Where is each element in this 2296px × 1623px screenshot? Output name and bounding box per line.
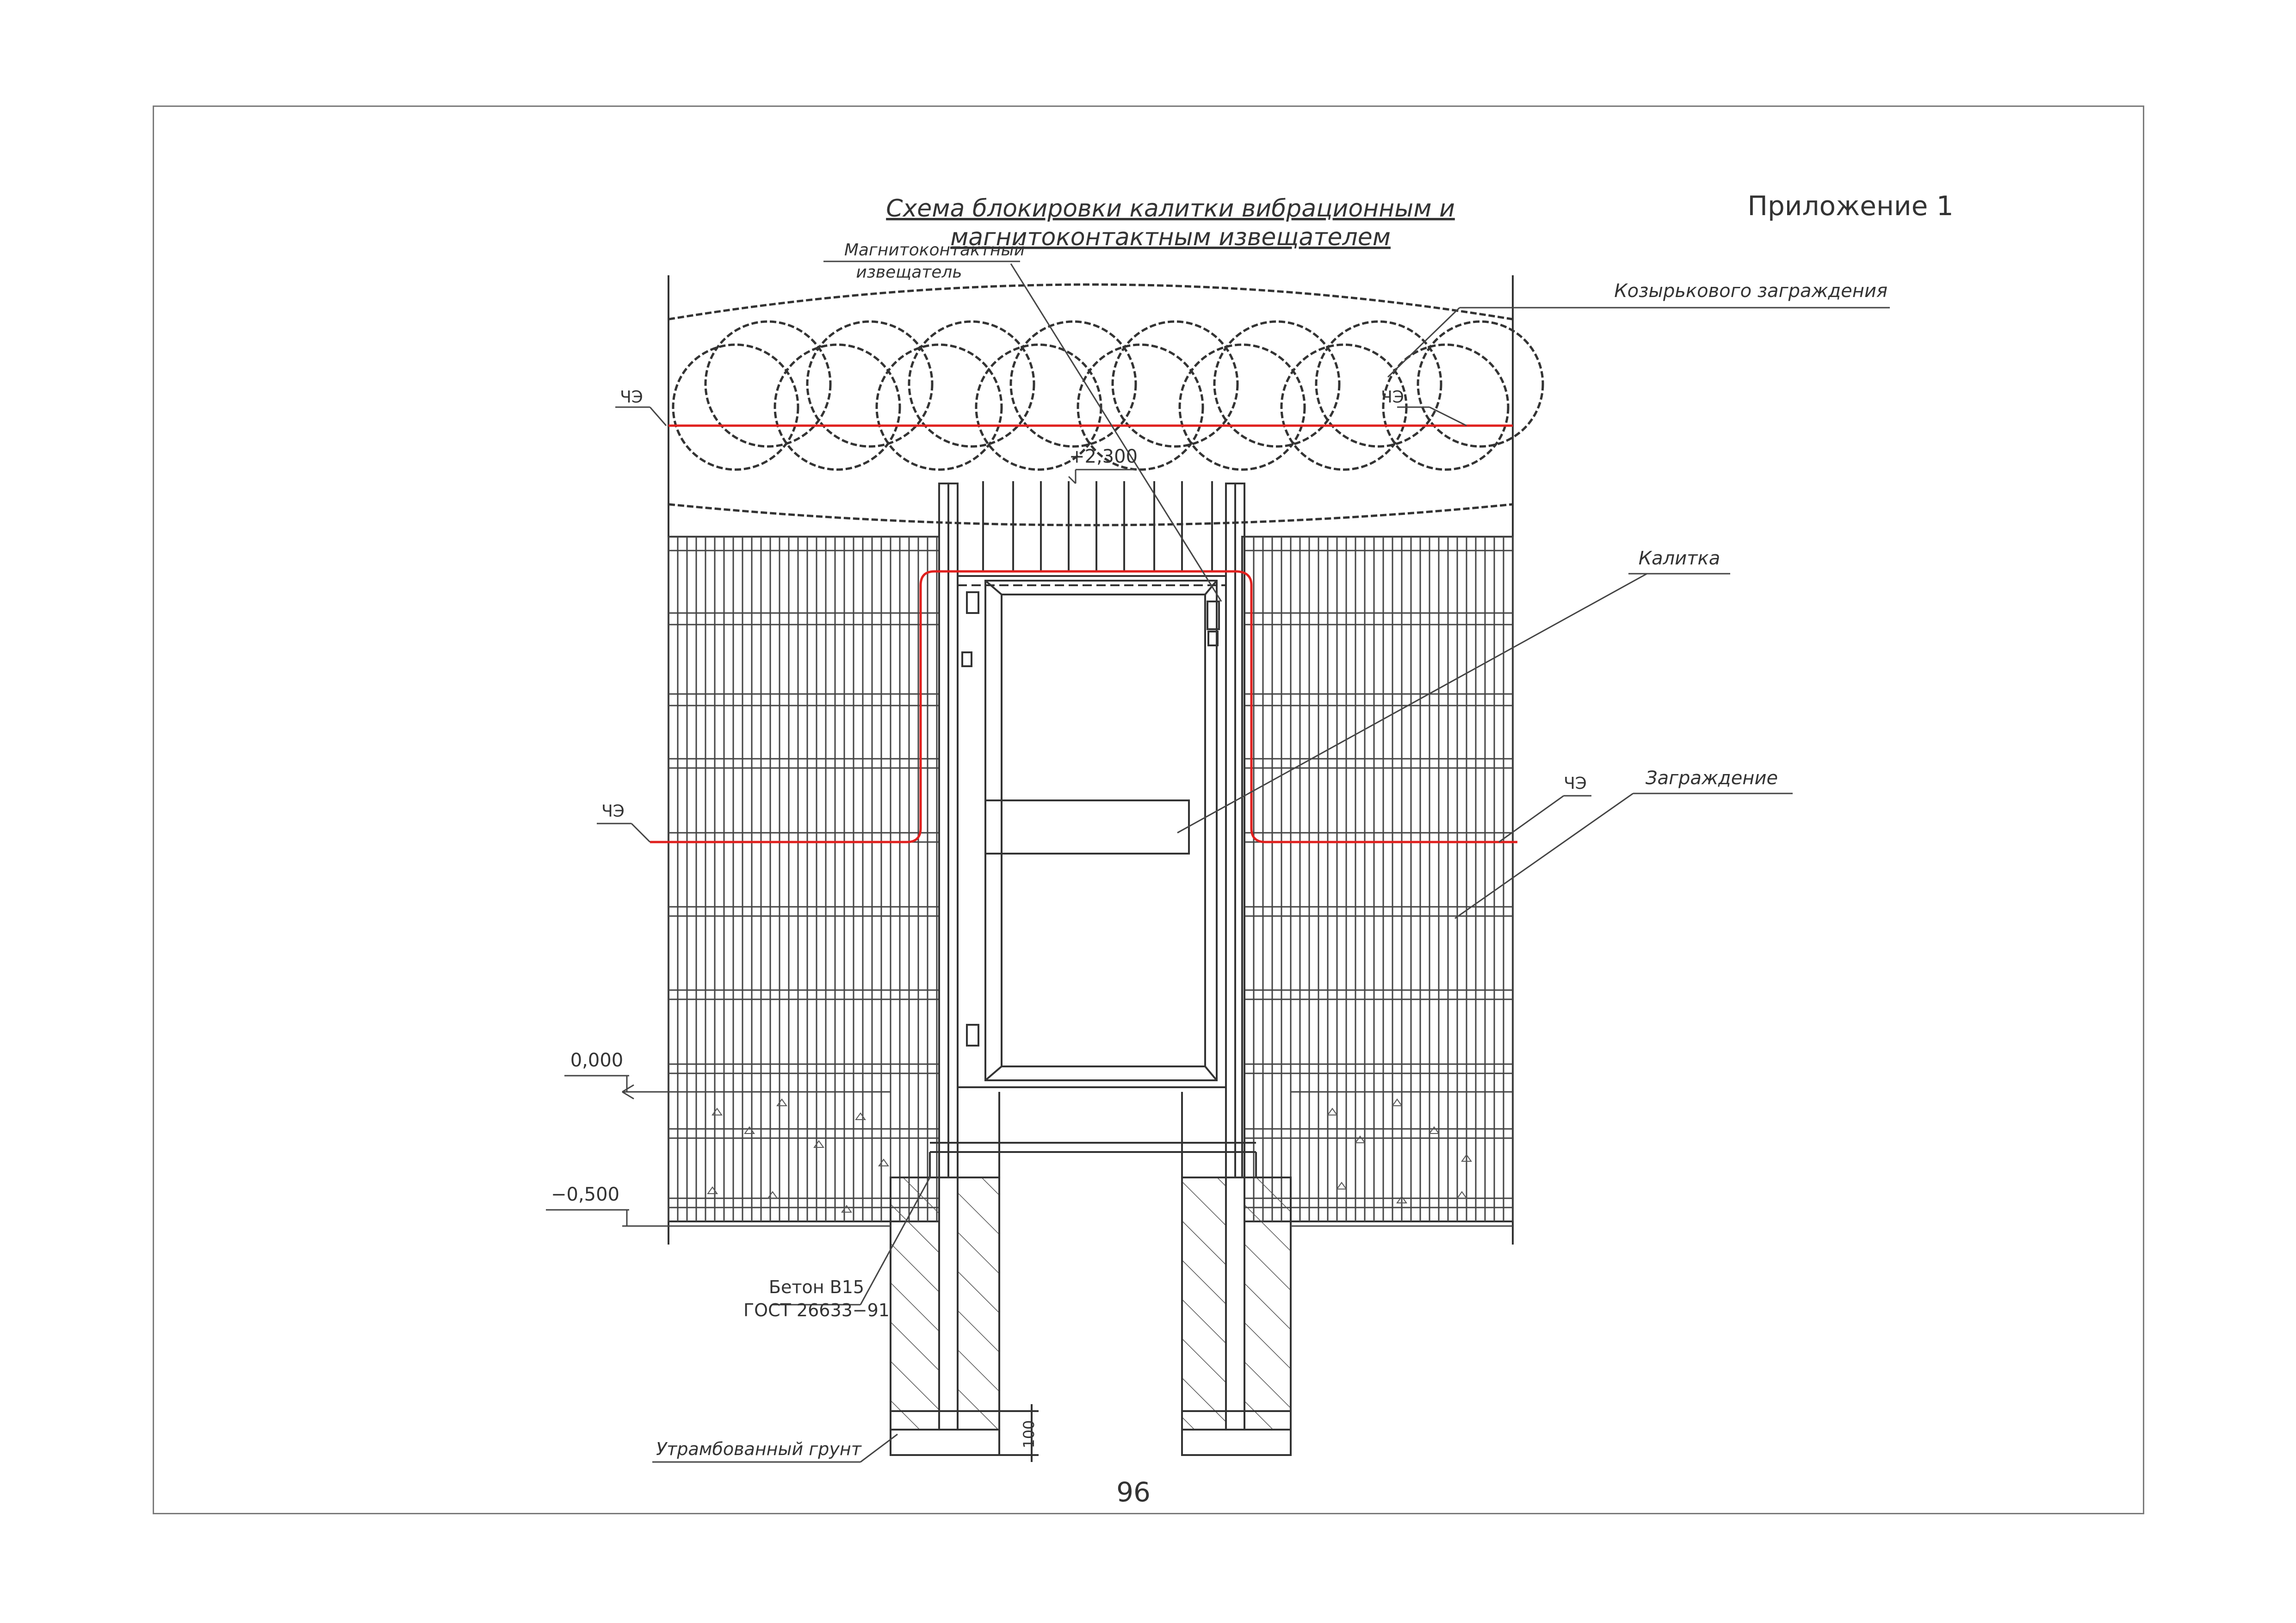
foundation — [890, 1092, 1292, 1462]
drawing-frame — [153, 105, 2144, 1514]
dim-100: 100 — [1020, 1420, 1038, 1448]
se-label-mid-right: ЧЭ — [1564, 774, 1587, 793]
sensitive-element-lines — [650, 424, 1517, 843]
se-label-top-left: ЧЭ — [620, 388, 643, 407]
razor-wire-coils — [668, 283, 1544, 527]
se-label-top-right: ЧЭ — [1381, 388, 1404, 407]
gate-leaf — [957, 570, 1227, 1088]
level-lines — [546, 1075, 1513, 1227]
coil-back-1 — [806, 320, 934, 448]
leader-lines — [597, 260, 1890, 1463]
coil-top-1 — [774, 343, 901, 471]
coil-top-3 — [975, 343, 1102, 471]
title-line2: магнитоконтактным извещателем — [950, 223, 1391, 251]
coil-back-0 — [704, 320, 832, 448]
gate-label: Калитка — [1639, 548, 1720, 569]
razor-wire-boundary — [668, 275, 1514, 1245]
page-number: 96 — [1116, 1476, 1151, 1508]
level-minus: −0,500 — [551, 1184, 619, 1205]
fence-panel-right — [1241, 536, 1514, 1222]
concrete-label: Бетон В15 — [769, 1277, 864, 1297]
fence-label: Заграждение — [1646, 768, 1778, 789]
coil-back-5 — [1213, 320, 1341, 448]
ground-fill-markers — [707, 1098, 1472, 1213]
magnetic-detector-label-2: извещатель — [856, 263, 962, 282]
coil-top-0 — [672, 343, 799, 471]
gate-top-bars — [982, 481, 1213, 571]
canopy-barrier-label: Козырькового заграждения — [1614, 280, 1888, 302]
appendix-label: Приложение 1 — [1747, 190, 1953, 222]
coil-top-7 — [1382, 343, 1510, 471]
coil-top-arc — [668, 283, 1513, 321]
title-line1: Схема блокировки калитки вибрационным и — [886, 195, 1455, 223]
coil-back-4 — [1111, 320, 1239, 448]
level-zero: 0,000 — [570, 1050, 624, 1071]
coil-top-4 — [1077, 343, 1204, 471]
fence-panel-left — [668, 536, 940, 1222]
coil-top-2 — [875, 343, 1003, 471]
elevation-top: +2,300 — [1069, 446, 1138, 467]
se-label-mid-left: ЧЭ — [601, 802, 625, 821]
coil-top-6 — [1280, 343, 1408, 471]
coil-top-5 — [1178, 343, 1306, 471]
coil-back-2 — [908, 320, 1035, 448]
magnetic-detector-label: Магнитоконтактный — [844, 241, 1025, 260]
compacted-soil-label: Утрамбованный грунт — [656, 1439, 862, 1459]
concrete-standard: ГОСТ 26633−91 — [743, 1300, 890, 1320]
coil-back-6 — [1315, 320, 1442, 448]
coil-bottom-arc — [668, 503, 1513, 527]
coil-back-7 — [1417, 320, 1544, 448]
coil-back-3 — [1009, 320, 1137, 448]
